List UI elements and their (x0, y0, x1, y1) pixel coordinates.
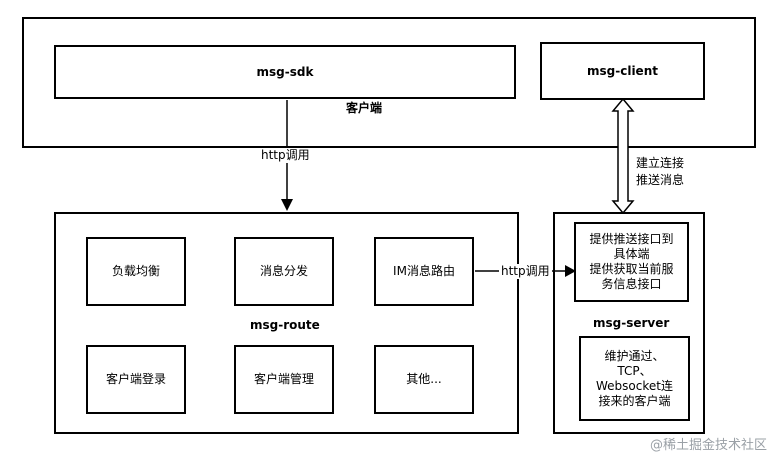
watermark: @稀土掘金技术社区 (649, 438, 767, 453)
route-item-im-routing: IM消息路由 (374, 237, 474, 306)
msg-client-box: msg-client (540, 42, 705, 100)
route-item-label: 消息分发 (259, 264, 308, 278)
msg-route-label: msg-route (250, 318, 320, 332)
route-item-other: 其他... (374, 345, 474, 414)
msg-server-label: msg-server (593, 316, 670, 330)
http-call-label-1: http调用 (259, 148, 312, 163)
provide-line: 提供推送接口到 (589, 232, 674, 246)
route-item-label: 客户端管理 (253, 372, 314, 386)
route-item-load-balance: 负载均衡 (86, 237, 186, 306)
msg-client-label: msg-client (587, 63, 658, 78)
maintain-line: Websocket连 (596, 378, 673, 393)
maintain-line: 接来的客户端 (598, 393, 671, 408)
client-label: 客户端 (346, 101, 383, 115)
establish-label-2: 推送消息 (636, 173, 685, 187)
msg-sdk-box: msg-sdk (54, 45, 516, 99)
establish-label-1: 建立连接 (636, 156, 685, 170)
provide-interface-box: 提供推送接口到 具体端 提供获取当前服 务信息接口 (574, 222, 689, 302)
arrow-head-right (565, 265, 576, 277)
provide-line: 提供获取当前服 (589, 262, 674, 276)
maintain-line: TCP、 (617, 363, 652, 378)
route-item-label: 负载均衡 (111, 264, 160, 278)
route-item-client-login: 客户端登录 (86, 345, 186, 414)
arrow-head-down (281, 199, 293, 211)
maintain-line: 维护通过、 (604, 348, 665, 363)
route-item-label: 其他... (406, 372, 442, 386)
msg-sdk-label: msg-sdk (256, 64, 314, 79)
maintain-connections-box: 维护通过、 TCP、 Websocket连 接来的客户端 (579, 336, 690, 421)
double-arrow (611, 97, 635, 215)
provide-line: 具体端 (613, 247, 650, 261)
route-item-client-management: 客户端管理 (234, 345, 334, 414)
provide-line: 务信息接口 (601, 277, 662, 291)
route-item-message-dispatch: 消息分发 (234, 237, 334, 306)
http-call-label-2: http调用 (499, 264, 552, 279)
route-item-label: 客户端登录 (105, 372, 166, 386)
route-item-label: IM消息路由 (393, 264, 455, 278)
